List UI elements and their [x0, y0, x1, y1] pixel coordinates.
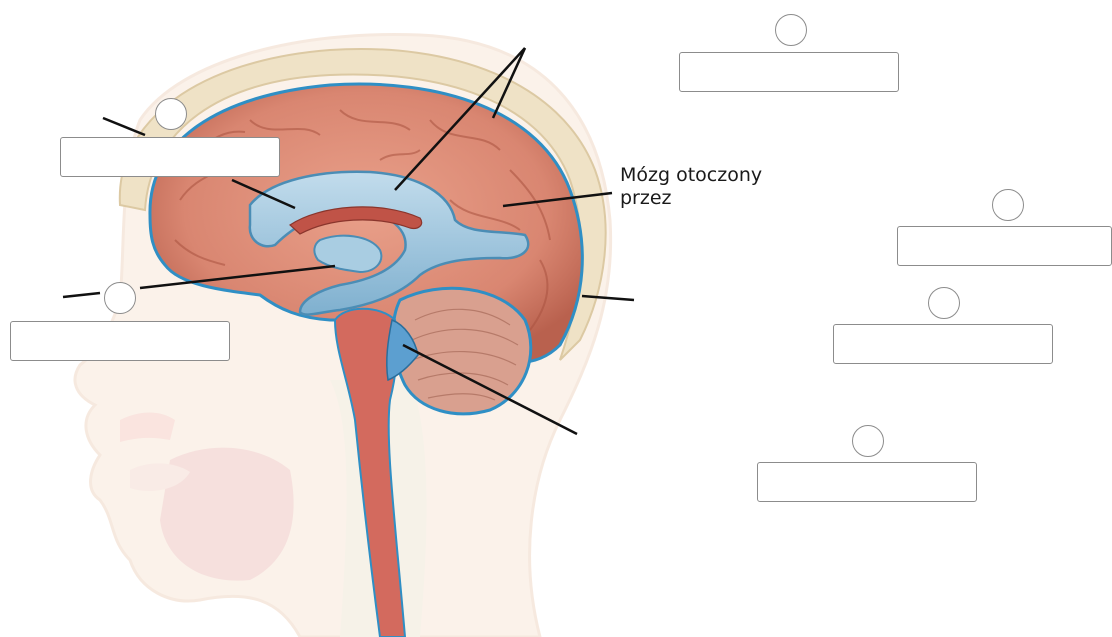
answer-box-1[interactable] — [60, 137, 280, 177]
answer-box-4[interactable] — [897, 226, 1112, 266]
marker-circle-2[interactable] — [104, 282, 136, 314]
answer-box-2[interactable] — [10, 321, 230, 361]
marker-circle-6[interactable] — [852, 425, 884, 457]
marker-circle-5[interactable] — [928, 287, 960, 319]
marker-circle-3[interactable] — [775, 14, 807, 46]
marker-circle-1[interactable] — [155, 98, 187, 130]
answer-box-6[interactable] — [757, 462, 977, 502]
answer-box-5[interactable] — [833, 324, 1053, 364]
answer-box-3[interactable] — [679, 52, 899, 92]
label-caption: Mózg otoczony przez — [620, 164, 762, 210]
marker-circle-4[interactable] — [992, 189, 1024, 221]
